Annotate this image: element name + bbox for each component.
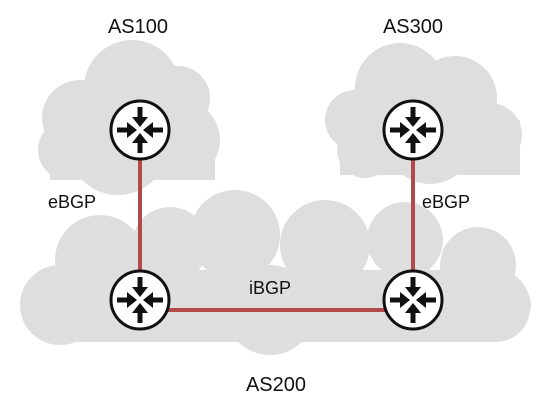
as200-cloud: [20, 190, 531, 355]
router-as200-west-icon: [109, 269, 171, 331]
router-as100-icon: [109, 99, 171, 161]
as100-label: AS100: [108, 16, 168, 38]
ibgp-label: iBGP: [249, 278, 291, 298]
router-as200-east-icon: [382, 269, 444, 331]
ebgp-label-as300: eBGP: [422, 192, 470, 212]
as200-label: AS200: [246, 374, 306, 396]
as300-label: AS300: [383, 16, 443, 38]
router-as300-icon: [382, 99, 444, 161]
ebgp-label-as100: eBGP: [48, 192, 96, 212]
